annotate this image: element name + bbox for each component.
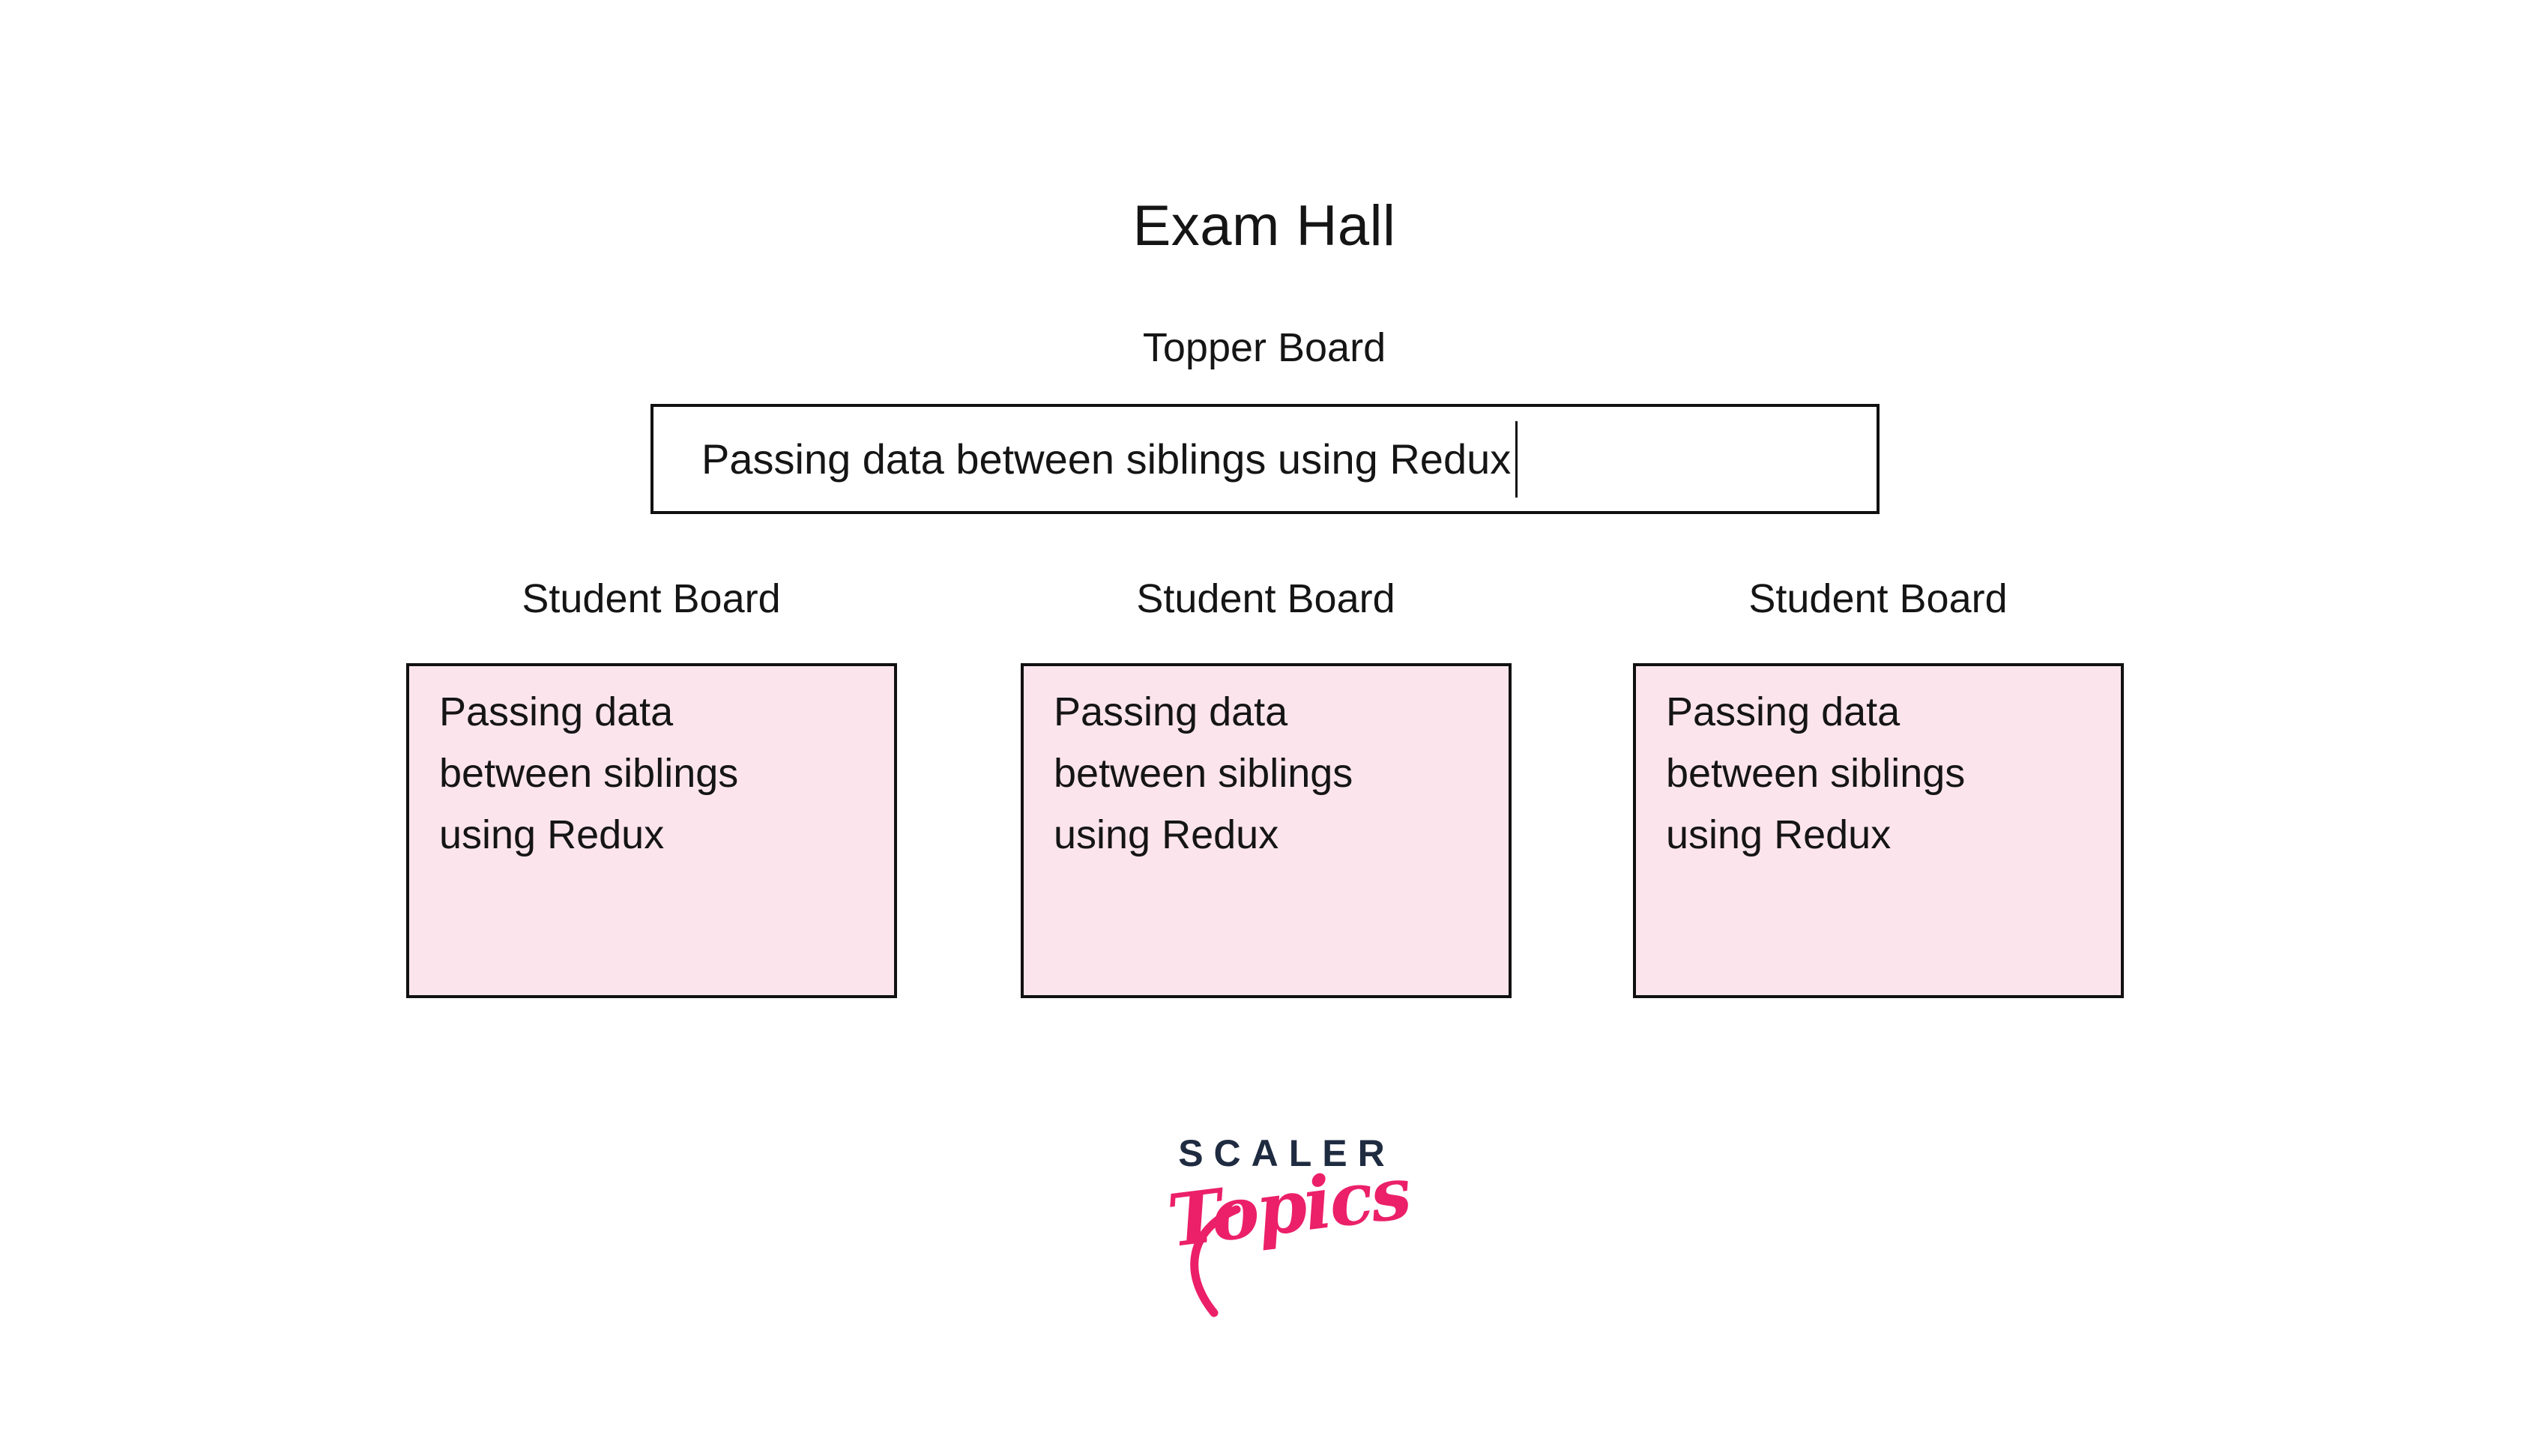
topper-board-input[interactable]: Passing data between siblings using Redu… [650, 404, 1880, 514]
board-text-line: Passing data [439, 689, 674, 734]
board-text-line: using Redux [439, 812, 665, 857]
student-board-label-1: Student Board [522, 576, 781, 621]
scaler-wordmark: SCALER [1178, 1132, 1395, 1174]
student-board-label-2: Student Board [1136, 576, 1395, 621]
student-board-box-3: Passing data between siblings using Redu… [1633, 663, 2124, 998]
topper-input-value: Passing data between siblings using Redu… [701, 435, 1512, 483]
board-text-line: between siblings [1666, 751, 1966, 796]
student-board-label-3: Student Board [1748, 576, 2008, 621]
board-text-line: between siblings [439, 751, 739, 796]
board-text-line: using Redux [1054, 812, 1279, 857]
board-text-line: between siblings [1054, 751, 1353, 796]
text-caret [1515, 420, 1518, 498]
student-board-box-2: Passing data between siblings using Redu… [1021, 663, 1512, 998]
page-title: Exam Hall [1132, 194, 1396, 258]
topper-board-label: Topper Board [1142, 325, 1386, 370]
board-text-line: using Redux [1666, 812, 1892, 857]
board-text-line: Passing data [1666, 689, 1901, 734]
scaler-topics-logo: SCALER Topics [1139, 1132, 1424, 1326]
student-board-box-1: Passing data between siblings using Redu… [406, 663, 897, 998]
board-text-line: Passing data [1054, 689, 1288, 734]
